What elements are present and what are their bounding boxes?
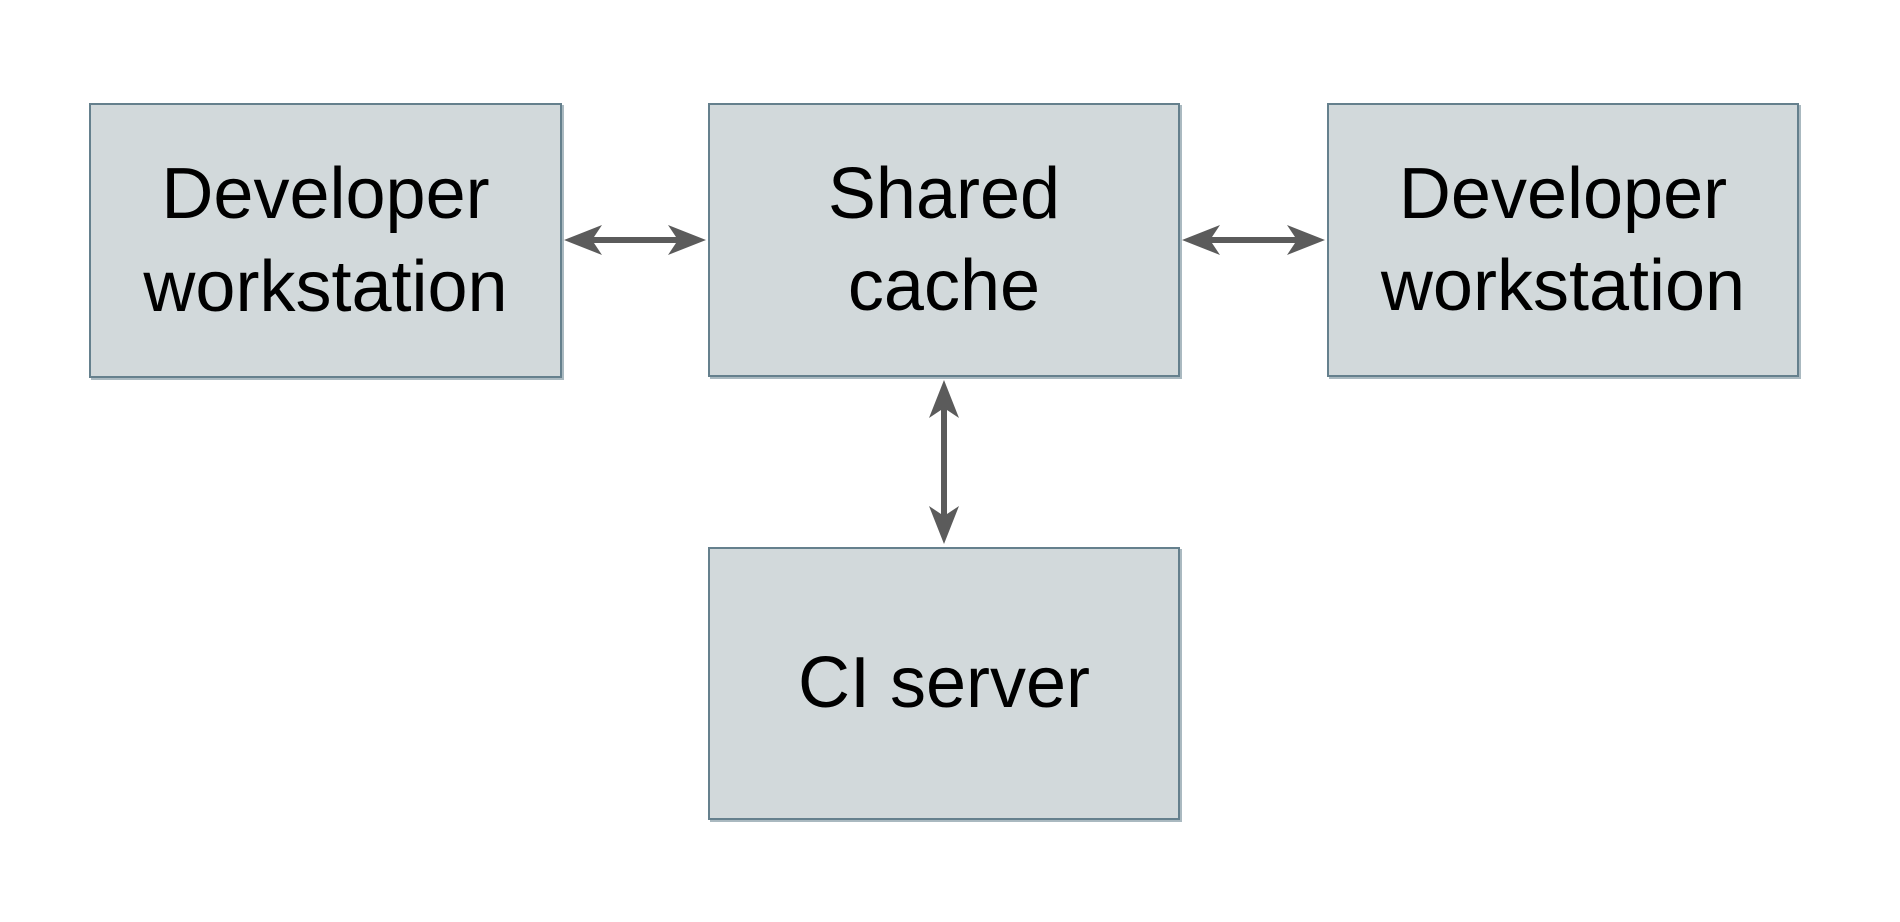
bidirectional-arrow-shared-cache-to-right-workstation bbox=[1180, 220, 1327, 260]
double-arrow-vertical-icon bbox=[929, 380, 959, 544]
double-arrow-horizontal-icon bbox=[564, 225, 706, 255]
node-shared-cache: Shared cache bbox=[708, 103, 1180, 377]
node-developer-workstation-left: Developer workstation bbox=[89, 103, 562, 378]
node-ci-server: CI server bbox=[708, 547, 1180, 820]
node-label: Developer workstation bbox=[1380, 153, 1746, 326]
node-label: CI server bbox=[797, 643, 1091, 724]
bidirectional-arrow-shared-cache-to-ci-server bbox=[924, 378, 964, 546]
node-developer-workstation-right: Developer workstation bbox=[1327, 103, 1799, 377]
double-arrow-horizontal-icon bbox=[1182, 225, 1325, 255]
bidirectional-arrow-left-workstation-to-shared-cache bbox=[562, 220, 708, 260]
node-label: Shared cache bbox=[827, 153, 1061, 326]
node-label: Developer workstation bbox=[143, 154, 508, 327]
